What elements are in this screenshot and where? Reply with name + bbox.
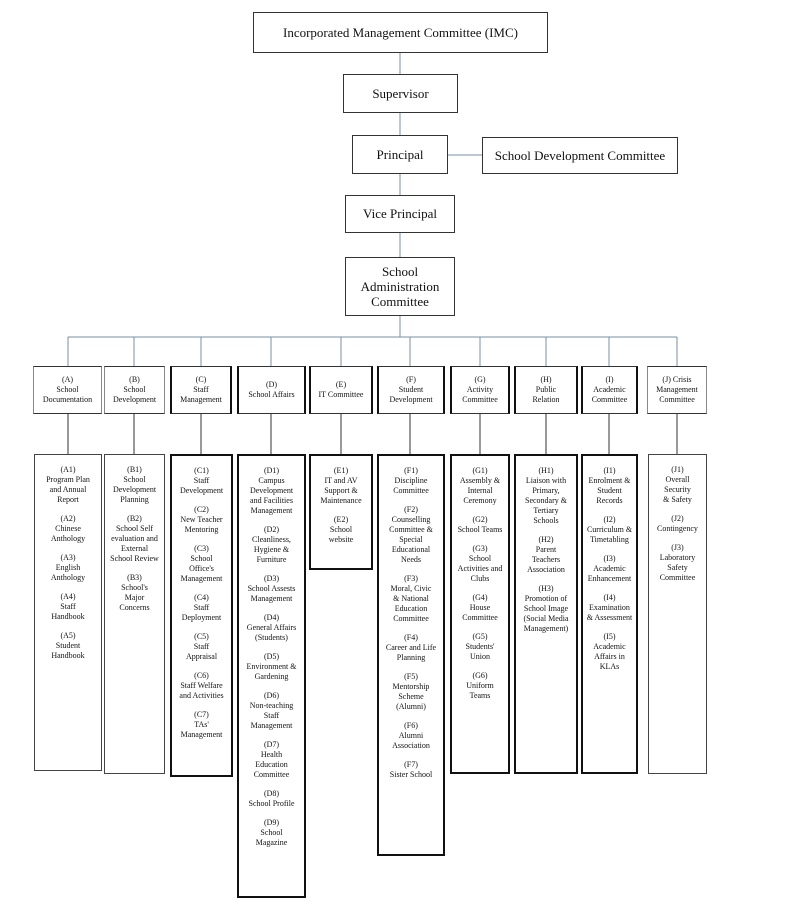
- subcommittee-item: (F3) Moral, Civic & National Education C…: [390, 574, 432, 623]
- subcommittee-item: (F7) Sister School: [389, 760, 433, 779]
- committee-b: (B) School Development: [104, 366, 165, 414]
- principal-label: Principal: [376, 146, 424, 162]
- column-b: (B1) School Development Planning (B2) Sc…: [104, 454, 165, 774]
- committee-c-label: (C) Staff Management: [180, 375, 222, 404]
- subcommittee-item: (I1) Enrolment & Student Records: [588, 466, 631, 505]
- school-administration-committee-box: School Administration Committee: [345, 257, 455, 316]
- school-administration-committee-label: School Administration Committee: [360, 264, 440, 309]
- committee-j: (J) Crisis Management Committee: [647, 366, 707, 414]
- imc-box: Incorporated Management Committee (IMC): [253, 12, 548, 53]
- subcommittee-item: (C1) Staff Development: [179, 466, 224, 495]
- committee-d: (D) School Affairs: [237, 366, 306, 414]
- supervisor-box: Supervisor: [343, 74, 458, 113]
- column-f: (F1) Discipline Committee (F2) Counselli…: [377, 454, 445, 856]
- column-c: (C1) Staff Development (C2) New Teacher …: [170, 454, 233, 777]
- subcommittee-item: (H2) Parent Teachers Association: [527, 535, 565, 574]
- subcommittee-item: (B1) School Development Planning: [112, 465, 157, 504]
- subcommittee-item: (D2) Cleanliness, Hygiene & Furniture: [252, 525, 291, 564]
- subcommittee-item: (A5) Student Handbook: [51, 631, 85, 660]
- committee-i: (I) Academic Committee: [581, 366, 638, 414]
- subcommittee-item: (C6) Staff Welfare and Activities: [179, 671, 224, 700]
- subcommittee-item: (I3) Academic Enhancement: [587, 554, 632, 583]
- column-h: (H1) Liaison with Primary, Secondary & T…: [514, 454, 578, 774]
- column-d: (D1) Campus Development and Facilities M…: [237, 454, 306, 898]
- committee-a-label: (A) School Documentation: [42, 375, 93, 404]
- committee-c: (C) Staff Management: [170, 366, 232, 414]
- committee-a: (A) School Documentation: [33, 366, 102, 414]
- column-g: (G1) Assembly & Internal Ceremony (G2) S…: [450, 454, 510, 774]
- imc-label: Incorporated Management Committee (IMC): [282, 24, 518, 40]
- committee-f: (F) Student Development: [377, 366, 445, 414]
- subcommittee-item: (J3) Laboratory Safety Committee: [659, 543, 696, 582]
- subcommittee-item: (F4) Career and Life Planning: [385, 633, 437, 662]
- subcommittee-item: (C3) School Office's Management: [180, 544, 223, 583]
- committee-g-label: (G) Activity Committee: [462, 375, 498, 404]
- subcommittee-item: (A3) English Anthology: [50, 553, 86, 582]
- subcommittee-item: (G2) School Teams: [457, 515, 503, 534]
- vice-principal-box: Vice Principal: [345, 195, 455, 233]
- subcommittee-item: (J1) Overall Security & Safety: [663, 465, 692, 504]
- subcommittee-item: (G5) Students' Union: [465, 632, 495, 661]
- subcommittee-item: (H3) Promotion of School Image (Social M…: [523, 584, 569, 633]
- subcommittee-item: (I2) Curriculum & Timetabling: [586, 515, 633, 544]
- committee-h-label: (H) Public Relation: [532, 375, 560, 404]
- subcommittee-item: (G4) House Committee: [462, 593, 498, 622]
- subcommittee-item: (D3) School Assests Management: [247, 574, 296, 603]
- subcommittee-item: (D6) Non-teaching Staff Management: [249, 691, 294, 730]
- column-a: (A1) Program Plan and Annual Report (A2)…: [34, 454, 102, 771]
- principal-box: Principal: [352, 135, 448, 174]
- column-i: (I1) Enrolment & Student Records (I2) Cu…: [581, 454, 638, 774]
- committee-e-label: (E) IT Committee: [318, 380, 364, 399]
- subcommittee-item: (C2) New Teacher Mentoring: [180, 505, 223, 534]
- subcommittee-item: (G6) Uniform Teams: [466, 671, 494, 700]
- subcommittee-item: (I4) Examination & Assessment: [586, 593, 633, 622]
- subcommittee-item: (A4) Staff Handbook: [51, 592, 85, 621]
- subcommittee-item: (E2) School website: [328, 515, 354, 544]
- column-e: (E1) IT and AV Support & Maintenance (E2…: [309, 454, 373, 570]
- subcommittee-item: (F1) Discipline Committee: [393, 466, 429, 495]
- subcommittee-item: (D7) Health Education Committee: [253, 740, 290, 779]
- committee-h: (H) Public Relation: [514, 366, 578, 414]
- school-development-committee-label: School Development Committee: [494, 147, 666, 163]
- subcommittee-item: (C7) TAs' Management: [180, 710, 223, 739]
- subcommittee-item: (H1) Liaison with Primary, Secondary & T…: [525, 466, 567, 525]
- committee-i-label: (I) Academic Committee: [591, 375, 628, 404]
- subcommittee-item: (A1) Program Plan and Annual Report: [46, 465, 90, 504]
- subcommittee-item: (C4) Staff Deployment: [181, 593, 222, 622]
- committee-f-label: (F) Student Development: [389, 375, 433, 404]
- committee-b-label: (B) School Development: [112, 375, 157, 404]
- subcommittee-item: (G1) Assembly & Internal Ceremony: [459, 466, 501, 505]
- subcommittee-item: (F5) Mentorship Scheme (Alumni): [392, 672, 430, 711]
- committee-j-label: (J) Crisis Management Committee: [656, 375, 698, 404]
- subcommittee-item: (D1) Campus Development and Facilities M…: [249, 466, 294, 515]
- subcommittee-item: (F6) Alumni Association: [392, 721, 430, 750]
- subcommittee-item: (I5) Academic Affairs in KLAs: [593, 632, 626, 671]
- subcommittee-item: (B3) School's Major Concerns: [119, 573, 150, 612]
- subcommittee-item: (E1) IT and AV Support & Maintenance: [320, 466, 362, 505]
- subcommittee-item: (J2) Contingency: [657, 514, 698, 533]
- subcommittee-item: (B2) School Self evaluation and External…: [110, 514, 159, 563]
- school-development-committee-box: School Development Committee: [482, 137, 678, 174]
- supervisor-label: Supervisor: [372, 85, 429, 101]
- subcommittee-item: (A2) Chinese Anthology: [50, 514, 86, 543]
- subcommittee-item: (C5) Staff Appraisal: [185, 632, 218, 661]
- committee-g: (G) Activity Committee: [450, 366, 510, 414]
- subcommittee-item: (F2) Counselling Committee & Special Edu…: [389, 505, 433, 564]
- subcommittee-item: (G3) School Activities and Clubs: [457, 544, 503, 583]
- subcommittee-item: (D5) Environment & Gardening: [246, 652, 297, 681]
- vice-principal-label: Vice Principal: [363, 206, 437, 221]
- subcommittee-item: (D9) School Magazine: [255, 818, 288, 847]
- subcommittee-item: (D4) General Affairs (Students): [246, 613, 297, 642]
- committee-d-label: (D) School Affairs: [248, 380, 295, 399]
- committee-e: (E) IT Committee: [309, 366, 373, 414]
- column-j: (J1) Overall Security & Safety (J2) Cont…: [648, 454, 707, 774]
- subcommittee-item: (D8) School Profile: [248, 789, 295, 808]
